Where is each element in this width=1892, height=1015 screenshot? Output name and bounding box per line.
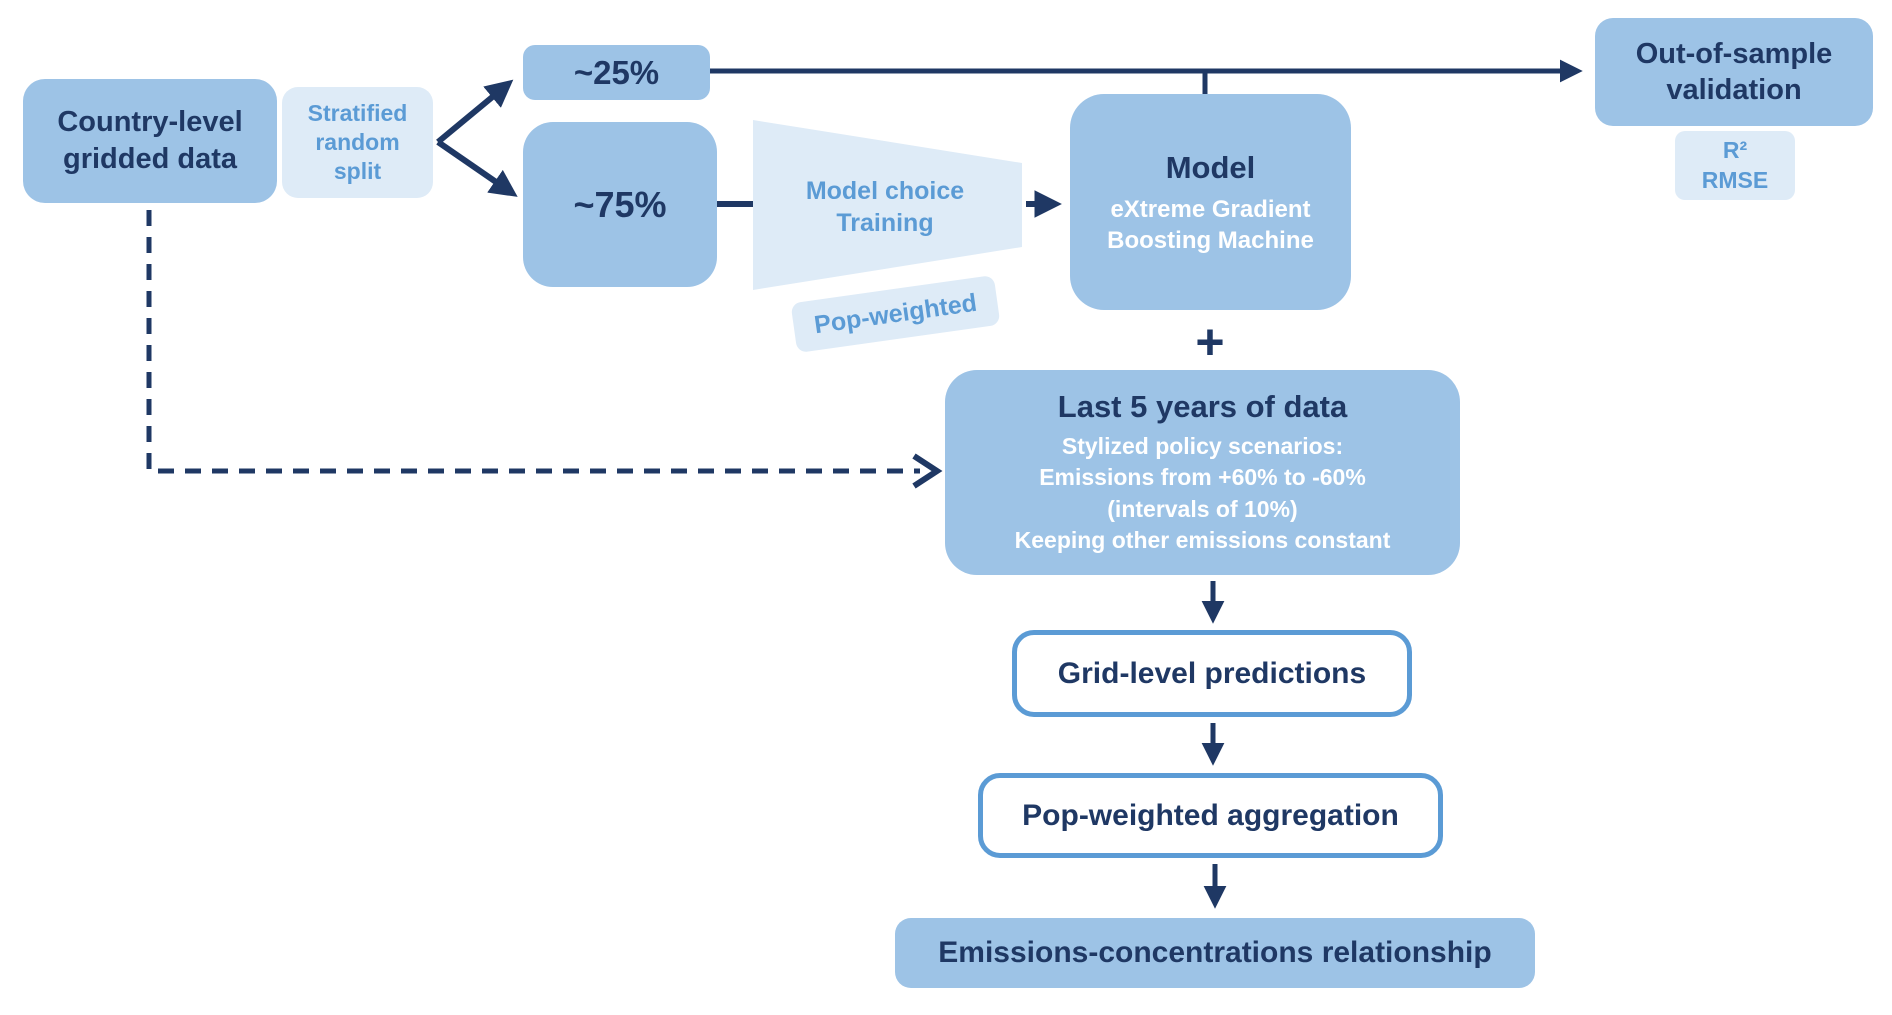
emissions-concentrations-relationship-box: Emissions-concentrations relationship (895, 918, 1535, 988)
pop-weighted-tag: Pop-weighted (790, 274, 1001, 354)
country-gridded-data-box: Country-level gridded data (23, 79, 277, 203)
model-subtitle: eXtreme Gradient Boosting Machine (1107, 195, 1314, 255)
split-arrow-to-train (436, 139, 518, 197)
dashed-open-arrowhead (912, 453, 943, 489)
grid-level-predictions-box: Grid-level predictions (1012, 630, 1412, 717)
model-xgboost-box: Model eXtreme Gradient Boosting Machine (1070, 94, 1351, 310)
scenarios-body: Stylized policy scenarios: Emissions fro… (1014, 433, 1391, 553)
split-arrow-to-test (436, 79, 514, 145)
plus-combiner-sign: + (1195, 314, 1225, 370)
out-of-sample-validation-box: Out-of-sample validation (1595, 18, 1873, 126)
model-choice-training-label: Model choice Training (805, 176, 965, 238)
train-split-75-box: ~75% (523, 122, 717, 287)
last-5-years-scenarios-box: Last 5 years of data Stylized policy sce… (945, 370, 1460, 575)
scenarios-title: Last 5 years of data (1057, 389, 1348, 425)
test-split-25-box: ~25% (523, 45, 710, 100)
model-title: Model (1165, 149, 1256, 185)
r2-rmse-metrics-box: R² RMSE (1675, 131, 1795, 200)
pop-weighted-aggregation-box: Pop-weighted aggregation (978, 773, 1443, 858)
stratified-random-split-box: Stratified random split (282, 87, 433, 198)
